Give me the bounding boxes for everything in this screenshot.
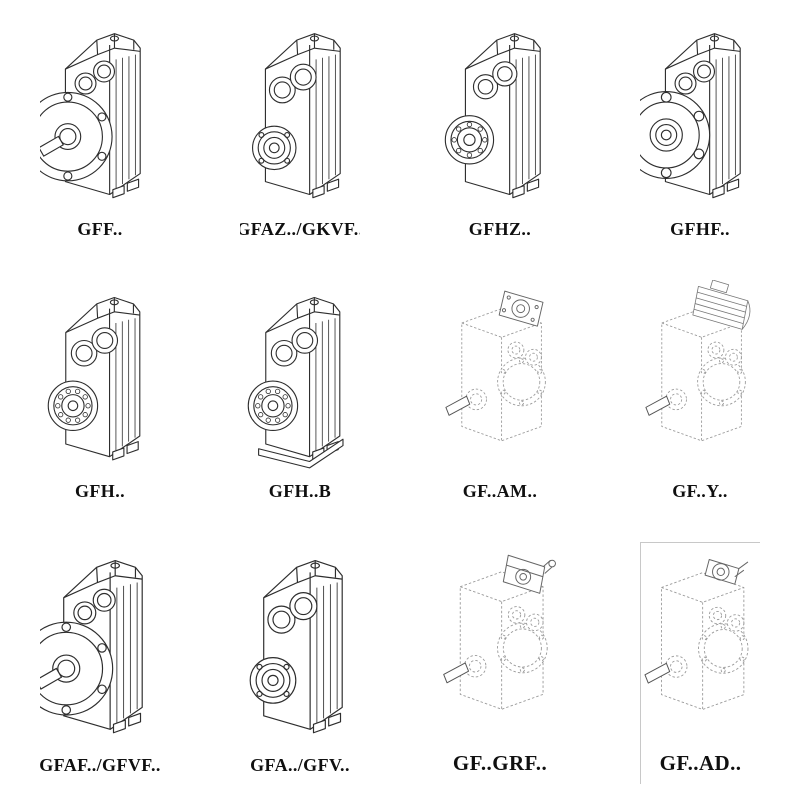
catalog-cell-grf: GF..GRF..	[440, 542, 560, 784]
model-label: GF..AM..	[462, 481, 538, 501]
gearbox-flange-output-drawing	[40, 542, 160, 753]
gearbox-flange-hollow-drawing	[640, 16, 760, 217]
gearbox-shrink-disc-base-drawing	[240, 280, 360, 479]
model-label: GF..AD..	[659, 751, 742, 775]
gearbox-hollow-shaft-drawing	[240, 542, 360, 753]
model-label: GFHF..	[670, 219, 730, 239]
gearbox-input-shaft-drawing	[640, 543, 760, 749]
gearbox-motor-adapter-drawing	[440, 280, 560, 479]
catalog-cell-gfh: GFH..	[40, 280, 160, 510]
gearbox-shrink-disc-drawing	[40, 280, 160, 479]
model-label: GF..GRF..	[452, 751, 548, 775]
model-label: GFA../GFV..	[250, 755, 350, 775]
gearbox-with-motor-drawing	[640, 280, 760, 479]
catalog-cell-am: GF..AM..	[440, 280, 560, 510]
catalog-cell-gfa: GFA../GFV..	[240, 542, 360, 784]
model-label: GFF..	[77, 219, 123, 239]
catalog-cell-y: GF..Y..	[640, 280, 760, 510]
catalog-cell-ad: GF..AD..	[640, 542, 760, 784]
model-label: GFHZ..	[468, 219, 532, 239]
gearbox-hollow-bearing-drawing	[440, 16, 560, 217]
model-label: GFH..B	[268, 481, 332, 501]
catalog-cell-gfhz: GFHZ..	[440, 16, 560, 248]
gearbox-flange-output-drawing	[40, 16, 160, 217]
model-label: GFAZ../GKVF..	[240, 219, 360, 239]
catalog-cell-gfaf: GFAF../GFVF..	[40, 542, 160, 784]
catalog-cell-gfhb: GFH..B	[240, 280, 360, 510]
model-label: GFAF../GFVF..	[40, 755, 160, 775]
catalog-cell-gff: GFF..	[40, 16, 160, 248]
gearbox-input-unit-drawing	[440, 542, 560, 749]
catalog-cell-gfhf: GFHF..	[640, 16, 760, 248]
gearbox-hollow-shaft-drawing	[240, 16, 360, 217]
model-label: GFH..	[75, 481, 125, 501]
catalog-cell-gfaz: GFAZ../GKVF..	[240, 16, 360, 248]
model-label: GF..Y..	[672, 481, 728, 501]
